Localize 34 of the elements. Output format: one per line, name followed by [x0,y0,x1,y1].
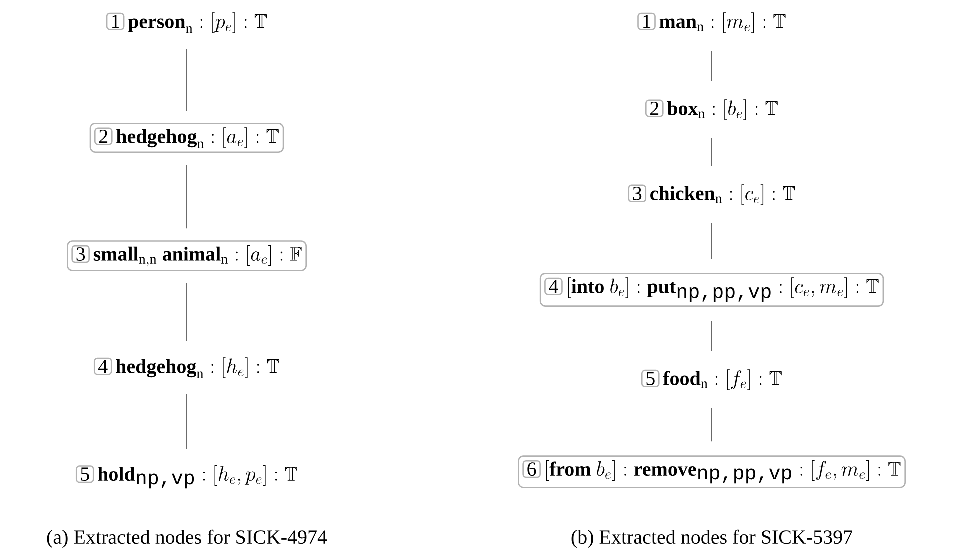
node-formula: $\textbf{food}_{\mathrm{n}} : [f_e] : \mathbb{T}$ [663,370,782,390]
formula-node [646,100,778,120]
number-badge: 4 [94,358,112,376]
node-formula: $\textbf{man}_{\mathrm{n}} : [m_e] : \mathbb{T}$ [660,12,786,34]
node-box [540,273,884,307]
node-formula: $\textbf{small}_{\mathrm{n,n}}\ \textbf{animal}_{\mathrm{n}} : [a_e] : \mathbb{F}$ [94,245,302,267]
node-box [67,240,307,272]
connector-line [186,49,188,112]
number-badge: 1 [106,12,125,30]
number-badge: 2 [646,100,664,118]
node-formula: $\textbf{chicken}_{\mathrm{n}} : [c_e] : \mathbb{T}$ [650,184,796,206]
number-badge: 5 [76,466,94,484]
formula-node [641,370,782,390]
node-formula: $\textbf{person}_{\mathrm{n}} : [p_e] : \mathbb{T}$ [128,12,267,34]
connector-line [186,283,188,342]
number-badge: 3 [72,245,90,264]
caption: (b) Extracted nodes for SICK-5397 [572,530,852,548]
connector-line [186,164,188,229]
number-badge: 6 [522,460,541,478]
number-badge: 1 [638,12,656,30]
number-badge: 3 [628,184,647,203]
node-formula: $\textbf{hedgehog}_{\mathrm{n}} : [a_e] : \mathbb{T}$ [116,128,279,148]
number-badge: 2 [94,128,113,146]
node-formula: $\textbf{hedgehog}_{\mathrm{n}} : [h_e] : \mathbb{T}$ [116,358,280,378]
node-formula: $[\textbf{from}\ b_e] : \textbf{remove}_{\texttt{np,pp,vp}} : [f_e, m_e] : \mathbb{T}$ [546,460,901,484]
node-formula: $\textbf{hold}_{\texttt{np,vp}} : [h_e, p_e] : \mathbb{T}$ [98,465,298,489]
connector-line [186,394,188,450]
node-box [518,456,906,488]
node-box [90,123,284,153]
caption: (a) Extracted nodes for SICK-4974 [47,530,328,548]
node-formula: $[\textbf{into}\ b_e] : \textbf{put}_{\texttt{np,pp,vp}} : [c_e, m_e] : \mathbb{T}$ [568,278,879,302]
number-badge: 5 [641,370,660,388]
number-badge: 4 [544,278,563,296]
node-formula: $\textbf{box}_{\mathrm{n}} : [b_e] : \mathbb{T}$ [667,100,778,120]
